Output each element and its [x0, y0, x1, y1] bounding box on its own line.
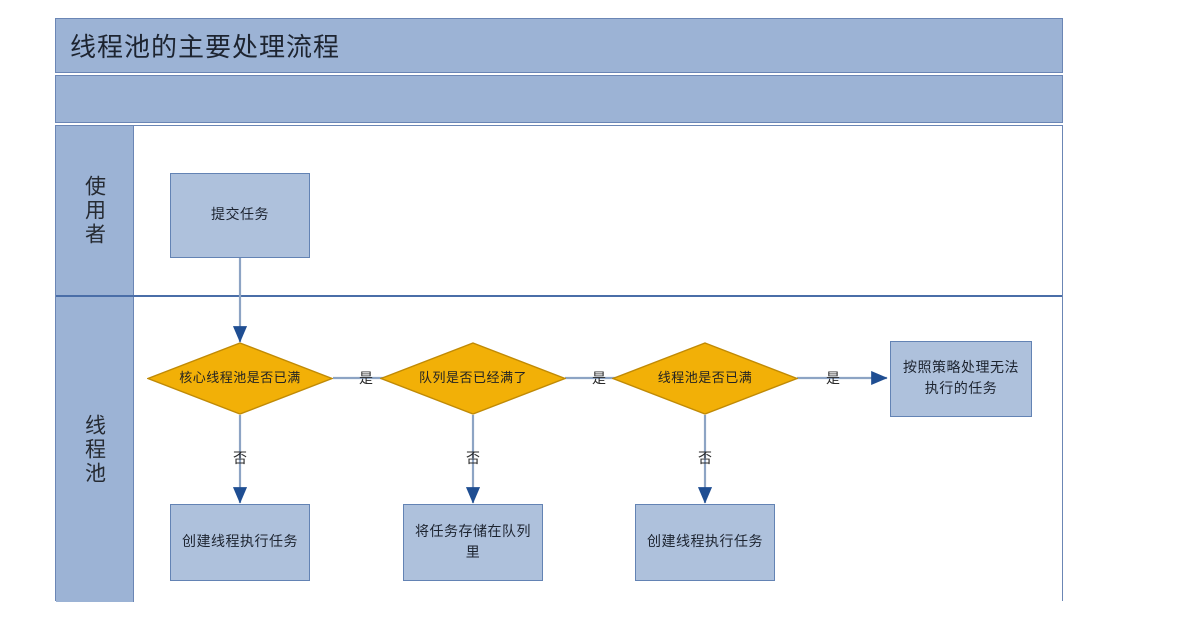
edge-label-no-3: 否: [698, 452, 712, 467]
node-store-in-queue[interactable]: 将任务存储在队列里: [403, 504, 543, 581]
diagram-subtitle-band: [55, 75, 1063, 123]
swimlane-label-user: 使用者: [82, 174, 107, 247]
swimlane-label-threadpool: 线程池: [82, 413, 107, 486]
diamond-shape: [380, 342, 566, 415]
node-create-thread-1[interactable]: 创建线程执行任务: [170, 504, 310, 581]
node-queue-full[interactable]: 队列是否已经满了: [380, 342, 566, 415]
swimlane-user: 使用者: [56, 126, 1062, 295]
diamond-shape: [612, 342, 798, 415]
node-pool-full[interactable]: 线程池是否已满: [612, 342, 798, 415]
node-label: 按照策略处理无法执行的任务: [903, 361, 1019, 397]
node-core-pool-full[interactable]: 核心线程池是否已满: [147, 342, 333, 415]
swimlane-header-threadpool: 线程池: [56, 297, 134, 602]
node-label: 线程池是否已满: [657, 370, 753, 386]
diagram-title-band: 线程池的主要处理流程: [55, 18, 1063, 73]
diamond-shape: [147, 342, 333, 415]
node-reject-policy[interactable]: 按照策略处理无法执行的任务: [890, 341, 1032, 417]
node-label: 队列是否已经满了: [418, 370, 527, 386]
edge-label-yes-3: 是: [826, 372, 840, 387]
node-label: 核心线程池是否已满: [179, 370, 301, 386]
edge-label-yes-1: 是: [359, 372, 373, 387]
node-submit-task[interactable]: 提交任务: [170, 173, 310, 258]
edge-label-no-1: 否: [233, 452, 247, 467]
edge-label-no-2: 否: [466, 452, 480, 467]
node-label: 创建线程执行任务: [647, 535, 763, 550]
node-create-thread-2[interactable]: 创建线程执行任务: [635, 504, 775, 581]
swimlane-header-user: 使用者: [56, 126, 134, 295]
node-label: 将任务存储在队列里: [415, 524, 531, 561]
swimlane-container: 使用者 线程池: [55, 125, 1063, 602]
shape-layer: 提交任务 核心线程池是否已满 队列是否已经满了 线程池是否已满 按照策略处理无法…: [55, 18, 1063, 601]
flowchart-diagram: 线程池的主要处理流程 使用者 线程池: [55, 18, 1063, 602]
node-label: 提交任务: [211, 208, 269, 223]
node-label: 创建线程执行任务: [182, 535, 298, 550]
page-title: 线程池的主要处理流程: [70, 33, 341, 62]
edge-label-yes-2: 是: [592, 372, 606, 387]
